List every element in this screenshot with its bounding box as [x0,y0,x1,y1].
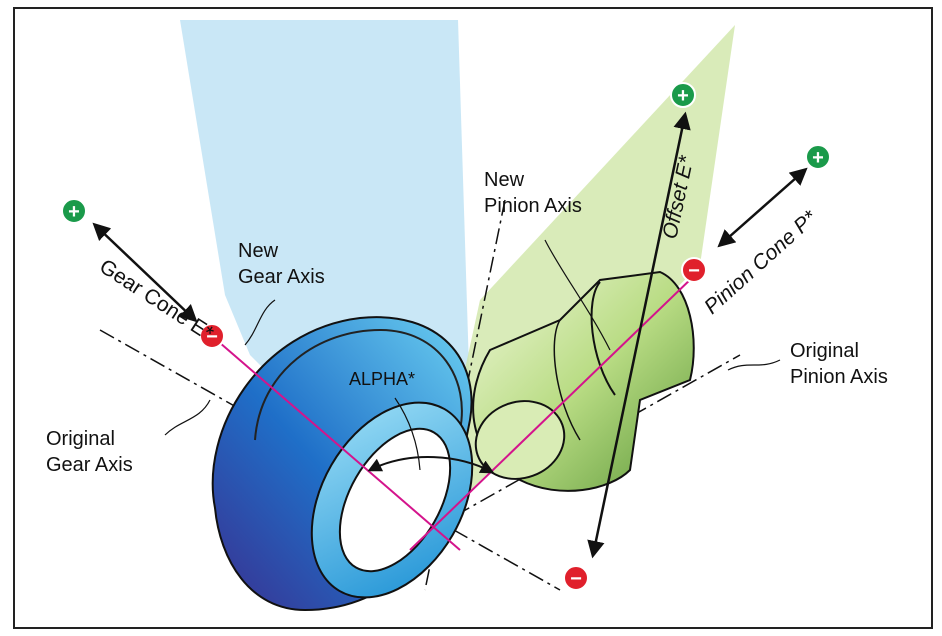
alpha-label: ALPHA* [349,369,415,389]
svg-text:+: + [68,201,80,223]
pinion-cone-arrow [717,167,808,248]
plus-circle-icon: + [805,144,831,170]
original-pinion-axis-leader [727,359,781,371]
plus-circle-icon: + [61,198,87,224]
new-pinion-axis-label-line1: New [484,169,525,191]
original-gear-axis-leader [164,399,211,436]
svg-text:+: + [812,147,824,169]
gear-cone-label: Gear Cone E* [95,255,217,346]
svg-text:−: − [688,260,700,282]
original-pinion-axis-label-line2: Pinion Axis [790,366,888,388]
pinion-cone-label: Pinion Cone P* [700,206,822,319]
new-gear-axis-label-line1: New [238,240,279,262]
svg-text:−: − [570,568,582,590]
new-pinion-axis-label-line2: Pinion Axis [484,195,582,217]
new-gear-axis-leader [244,299,276,346]
original-gear-axis-label-line2: Gear Axis [46,454,133,476]
new-gear-axis-line [204,329,461,551]
alpha-leader [394,397,421,471]
gear-cone-arrow [92,222,198,323]
svg-text:+: + [677,85,689,107]
new-gear-axis-label-line2: Gear Axis [238,266,325,288]
gear-ring [211,316,474,612]
original-gear-axis-label-line1: Original [46,428,115,450]
minus-circle-icon: − [199,323,225,349]
offset-arrow [587,111,691,559]
plus-circle-icon: + [670,82,696,108]
minus-circle-icon: − [563,565,589,591]
svg-text:−: − [206,326,218,348]
alpha-arc-arrow [367,456,495,474]
new-pinion-axis-leader [544,239,611,351]
frame-border [13,7,933,629]
original-pinion-axis-label-line1: Original [790,340,859,362]
minus-circle-icon: − [681,257,707,283]
